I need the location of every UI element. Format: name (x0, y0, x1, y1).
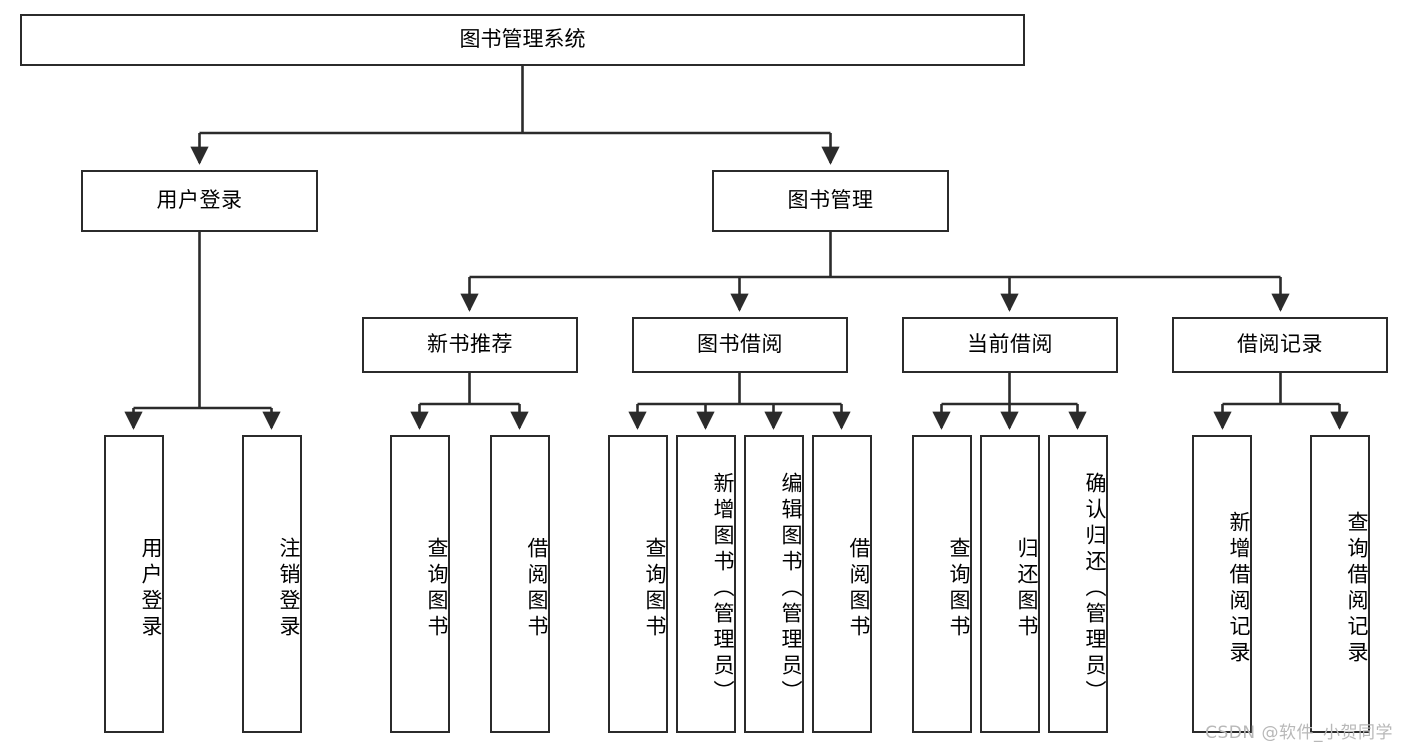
node-leaf-edit-book-label: 编辑图书（管理员） (779, 472, 803, 706)
node-book-borrow-label: 图书借阅 (697, 332, 783, 357)
node-current-borrow-label: 当前借阅 (967, 332, 1053, 357)
node-user-login-label: 用户登录 (156, 188, 243, 213)
node-leaf-edit-book[interactable]: 编辑图书（管理员） (744, 435, 804, 733)
node-user-login[interactable]: 用户登录 (81, 170, 318, 232)
node-leaf-query-book-3-label: 查询图书 (947, 537, 971, 641)
node-book-manage-label: 图书管理 (787, 188, 874, 213)
node-leaf-query-book-2[interactable]: 查询图书 (608, 435, 668, 733)
node-leaf-user-login[interactable]: 用户登录 (104, 435, 164, 733)
node-book-manage[interactable]: 图书管理 (712, 170, 949, 232)
node-leaf-borrow-book-2[interactable]: 借阅图书 (812, 435, 872, 733)
node-leaf-query-record-label: 查询借阅记录 (1345, 511, 1369, 667)
node-leaf-confirm-return-label: 确认归还（管理员） (1083, 472, 1107, 706)
node-leaf-return-book-label: 归还图书 (1015, 537, 1039, 641)
node-leaf-query-book-2-label: 查询图书 (643, 537, 667, 641)
node-current-borrow[interactable]: 当前借阅 (902, 317, 1118, 373)
node-leaf-add-book-label: 新增图书（管理员） (711, 472, 735, 706)
node-book-borrow[interactable]: 图书借阅 (632, 317, 848, 373)
node-leaf-add-record[interactable]: 新增借阅记录 (1192, 435, 1252, 733)
node-leaf-confirm-return[interactable]: 确认归还（管理员） (1048, 435, 1108, 733)
node-borrow-record-label: 借阅记录 (1237, 332, 1323, 357)
node-new-book-recommend[interactable]: 新书推荐 (362, 317, 578, 373)
node-leaf-add-record-label: 新增借阅记录 (1227, 511, 1251, 667)
node-leaf-return-book[interactable]: 归还图书 (980, 435, 1040, 733)
node-root-label: 图书管理系统 (459, 27, 586, 52)
watermark: CSDN @软件_小贺同学 (1205, 723, 1393, 743)
node-leaf-user-login-label: 用户登录 (139, 537, 163, 641)
node-leaf-borrow-book-1[interactable]: 借阅图书 (490, 435, 550, 733)
node-leaf-query-record[interactable]: 查询借阅记录 (1310, 435, 1370, 733)
node-leaf-query-book-1-label: 查询图书 (425, 537, 449, 641)
node-leaf-query-book-3[interactable]: 查询图书 (912, 435, 972, 733)
node-leaf-user-logout[interactable]: 注销登录 (242, 435, 302, 733)
node-leaf-borrow-book-2-label: 借阅图书 (847, 537, 871, 641)
node-leaf-query-book-1[interactable]: 查询图书 (390, 435, 450, 733)
node-borrow-record[interactable]: 借阅记录 (1172, 317, 1388, 373)
node-leaf-add-book[interactable]: 新增图书（管理员） (676, 435, 736, 733)
node-root[interactable]: 图书管理系统 (20, 14, 1025, 66)
node-leaf-borrow-book-1-label: 借阅图书 (525, 537, 549, 641)
node-new-book-recommend-label: 新书推荐 (427, 332, 513, 357)
node-leaf-user-logout-label: 注销登录 (277, 537, 301, 641)
